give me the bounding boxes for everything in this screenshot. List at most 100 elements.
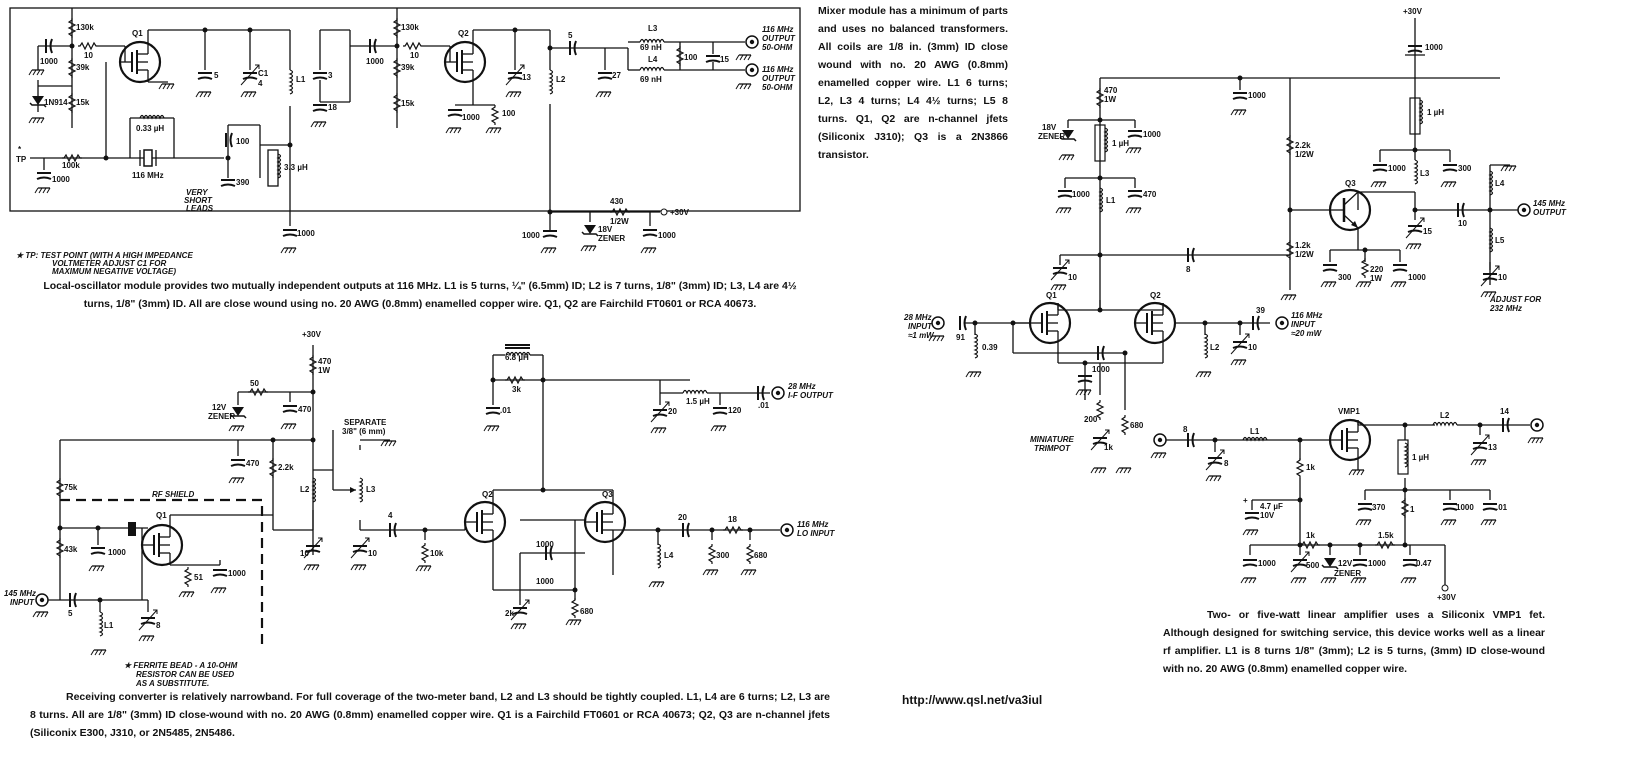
lo-tp: TP: [16, 155, 27, 164]
amp-schematic: VMP1 L2 14 8 L1 8 13 1k 1 µH 4.7 µF 10V …: [1150, 407, 1544, 602]
mx-mini1: MINIATURE: [1030, 435, 1075, 444]
rx-l3: L3: [366, 485, 376, 494]
mx-l039: 0.39: [982, 343, 998, 352]
lo-r39k-a: 39k: [76, 63, 90, 72]
lo-l2: L2: [556, 75, 566, 84]
mx-l2: L2: [1210, 343, 1220, 352]
mx-l1uh2: 1 µH: [1427, 108, 1444, 117]
rx-l4: L4: [664, 551, 674, 560]
mx-c1000d: 1000: [1072, 190, 1090, 199]
mx-r220b: 1W: [1370, 274, 1382, 283]
rx-fb2: RESISTOR CAN BE USED: [136, 670, 234, 679]
rx-in1: 145 MHz: [4, 589, 36, 598]
mx-c1000g: 1000: [1408, 273, 1426, 282]
amp-r15k: 1.5k: [1378, 531, 1394, 540]
mx-r200: 200: [1084, 415, 1098, 424]
rx-r50: 50: [250, 379, 259, 388]
lo-c1000-f: 1000: [522, 231, 540, 240]
lo-r15k-b: 15k: [401, 99, 415, 108]
mx-r22k: 2.2k: [1295, 141, 1311, 150]
rx-q3: Q3: [602, 490, 613, 499]
lo-z18b: ZENER: [598, 234, 625, 243]
rx-lo2: LO INPUT: [797, 529, 835, 538]
rx-z12: 12V: [212, 403, 227, 412]
lo-c1000-c: 1000: [297, 229, 315, 238]
mx-c10b: 10: [1458, 219, 1467, 228]
lo-c5: 5: [214, 71, 219, 80]
mx-q2: Q2: [1150, 291, 1161, 300]
lo-c100: 100: [236, 137, 250, 146]
mx-r1k: 1k: [1104, 443, 1113, 452]
lo-caption: Local-oscillator module provides two mut…: [43, 280, 797, 310]
lo-c1000-g: 1000: [658, 231, 676, 240]
lo-c1000-d: 1000: [366, 57, 384, 66]
mx-q1: Q1: [1046, 291, 1057, 300]
rx-c1000d: 1000: [536, 577, 554, 586]
amp-r500: 500: [1306, 561, 1320, 570]
lo-l4: L4: [648, 55, 658, 64]
lo-note3: MAXIMUM NEGATIVE VOLTAGE): [52, 267, 176, 276]
mx-r470b: 1W: [1104, 95, 1116, 104]
lo-very: VERY: [186, 188, 208, 197]
rx-r3k: 3k: [512, 385, 521, 394]
amp-v30: +30V: [1437, 593, 1457, 602]
amp-z12b: ZENER: [1334, 569, 1361, 578]
lo-out1b: OUTPUT: [762, 34, 796, 43]
mx-r220: 220: [1370, 265, 1384, 274]
rx-schematic: +30V 470 1W 50 12V ZENER 470 6.8 µH 3k .…: [4, 330, 835, 688]
mx-l1: L1: [1106, 196, 1116, 205]
mx-in28b: INPUT: [908, 322, 933, 331]
lo-xtal: 116 MHz: [132, 171, 164, 180]
rx-out28a: 28 MHz: [787, 382, 816, 391]
lo-l1: L1: [296, 75, 306, 84]
lo-out2c: 50-OHM: [762, 83, 793, 92]
mx-in28a: 28 MHz: [903, 313, 932, 322]
rx-c8: 8: [156, 621, 161, 630]
lo-c390: 390: [236, 178, 250, 187]
amp-c1000: 1000: [1456, 503, 1474, 512]
rx-r75k: 75k: [64, 483, 78, 492]
rx-r470b: 1W: [318, 366, 330, 375]
rx-l1: L1: [104, 621, 114, 630]
mx-c91: 91: [956, 333, 965, 342]
mx-adj1: ADJUST FOR: [1489, 295, 1541, 304]
lo-out2b: OUTPUT: [762, 74, 796, 83]
mx-c1000e: 1000: [1388, 164, 1406, 173]
lo-r10-a: 10: [84, 51, 93, 60]
amp-c13: 13: [1488, 443, 1497, 452]
lo-schematic: 130k 10 39k 1N914 15k 1000 Q1 5 C1 4 L1 …: [9, 7, 801, 276]
mx-c39: 39: [1256, 306, 1265, 315]
mx-c1000h: 1000: [1092, 365, 1110, 374]
rx-sep2: 3/8" (6 mm): [342, 427, 386, 436]
mx-l3: L3: [1420, 169, 1430, 178]
amp-c01: .01: [1496, 503, 1508, 512]
lo-c15: 15: [720, 55, 729, 64]
rx-q1: Q1: [156, 511, 167, 520]
rx-r470: 470: [318, 357, 332, 366]
mx-c1000c: 1000: [1143, 130, 1161, 139]
lo-c27: 27: [612, 71, 621, 80]
rx-z12b: ZENER: [208, 412, 235, 421]
rx-r18: 18: [728, 515, 737, 524]
rx-c20: 20: [668, 407, 677, 416]
lo-c1000-b: 1000: [52, 175, 70, 184]
rx-r10k: 10k: [430, 549, 444, 558]
lo-c18: 18: [328, 103, 337, 112]
lo-d1n914: 1N914: [44, 98, 68, 107]
lo-r430: 430: [610, 197, 624, 206]
amp-plus: +: [1243, 496, 1248, 505]
lo-cap5: 5: [568, 31, 573, 40]
amp-c14: 14: [1500, 407, 1509, 416]
rx-lo1: 116 MHz: [797, 520, 828, 529]
lo-out1c: 50-OHM: [762, 43, 793, 52]
mx-c10c: 10: [1498, 273, 1507, 282]
rx-l68: 6.8 µH: [505, 353, 529, 362]
mx-c8: 8: [1186, 265, 1191, 274]
amp-l1: L1: [1250, 427, 1260, 436]
lo-l3v: 69 nH: [640, 43, 662, 52]
amp-c8: 8: [1183, 425, 1188, 434]
mixer-caption: Mixer module has a minimum of parts and …: [818, 5, 1008, 161]
mx-out1: 145 MHz: [1533, 199, 1565, 208]
rx-c10b: 10: [368, 549, 377, 558]
